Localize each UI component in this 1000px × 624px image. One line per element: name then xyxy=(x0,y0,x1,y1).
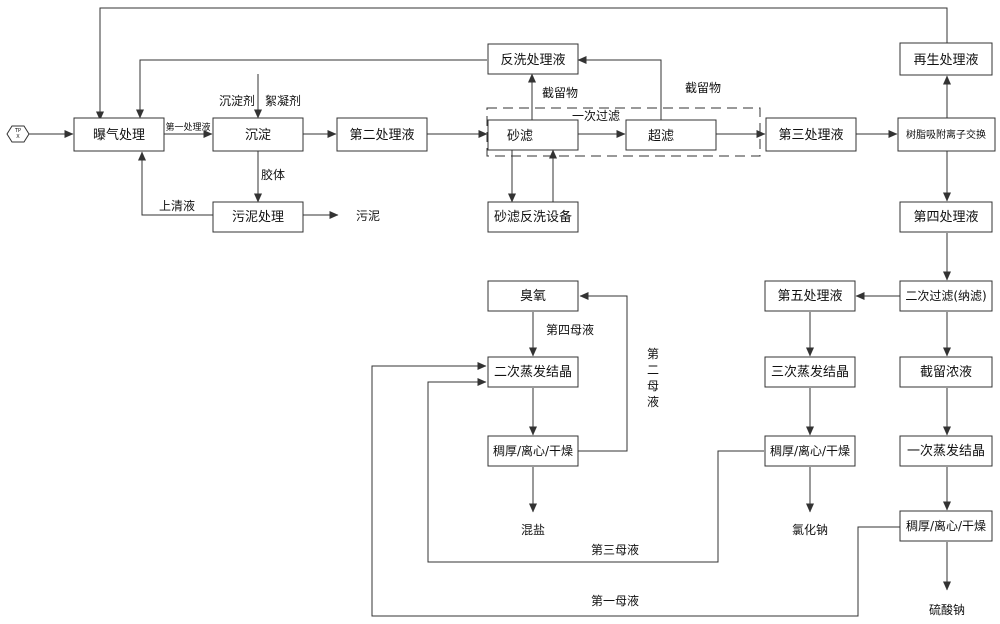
ozone-box: 臭氧 xyxy=(487,280,579,312)
third-evap-box: 三次蒸发结晶 xyxy=(764,356,856,388)
thick-dry-3-box: 稠厚/离心/干燥 xyxy=(899,510,993,542)
flocculant-label: 絮凝剂 xyxy=(265,93,301,108)
first-evap-box: 一次蒸发结晶 xyxy=(899,435,993,467)
third-liquid-box: 第三处理液 xyxy=(765,117,857,152)
second-evap-label: 二次蒸发结晶 xyxy=(494,364,572,380)
connectors xyxy=(29,7,951,617)
sludge-label: 污泥 xyxy=(356,209,380,223)
ozone-label: 臭氧 xyxy=(520,289,546,304)
uf-to-backwash-line xyxy=(577,56,662,120)
thick-dry-2-label: 稠厚/离心/干燥 xyxy=(770,443,850,458)
sediment-label: 沉淀 xyxy=(245,128,271,143)
secondary-filter-box: 二次过滤(纳滤) xyxy=(899,280,993,312)
retained-conc-label: 截留浓液 xyxy=(920,365,972,380)
backwash-liquid-box: 反洗处理液 xyxy=(487,43,579,75)
second-liquid-box: 第二处理液 xyxy=(336,117,428,152)
sand-filter-box: 砂滤 xyxy=(487,119,579,151)
supernatant-line xyxy=(138,151,213,216)
regen-liquid-box: 再生处理液 xyxy=(899,42,993,76)
third-mother-label: 第三母液 xyxy=(591,542,639,557)
secondary-filter-label: 二次过滤(纳滤) xyxy=(905,289,986,303)
sand-backwash-eq-label: 砂滤反洗设备 xyxy=(494,209,572,225)
ultrafilter-label: 超滤 xyxy=(648,129,674,144)
mixed-salt-label: 混盐 xyxy=(521,523,545,537)
first-evap-label: 一次蒸发结晶 xyxy=(907,443,985,459)
primary-filter-label: 一次过滤 xyxy=(572,109,620,123)
sludge-treat-label: 污泥处理 xyxy=(232,210,284,225)
thick-dry-2-box: 稠厚/离心/干燥 xyxy=(764,435,856,467)
third-liquid-label: 第三处理液 xyxy=(778,128,843,143)
sand-filter-label: 砂滤 xyxy=(507,129,533,144)
third-mother-line xyxy=(427,378,764,563)
sludge-treat-box: 污泥处理 xyxy=(212,201,304,233)
sediment-box: 沉淀 xyxy=(212,117,304,152)
resin-exchange-box: 树脂吸附离子交换 xyxy=(897,117,996,152)
first-mother-line xyxy=(371,362,900,617)
aeration-box: 曝气处理 xyxy=(73,117,165,152)
regen-liquid-label: 再生处理液 xyxy=(913,53,978,68)
first-liquid-label: 第一处理液 xyxy=(165,121,210,133)
precipitant-label: 沉淀剂 xyxy=(219,93,255,108)
first-mother-label: 第一母液 xyxy=(591,593,639,608)
third-evap-label: 三次蒸发结晶 xyxy=(771,364,849,380)
second-mother-label: 第二母液 xyxy=(647,347,659,409)
retained-2-label: 截留物 xyxy=(685,81,721,95)
aeration-label: 曝气处理 xyxy=(93,127,145,143)
fourth-liquid-label: 第四处理液 xyxy=(913,210,978,225)
second-mother-line xyxy=(578,292,628,452)
fifth-liquid-box: 第五处理液 xyxy=(764,280,856,312)
second-liquid-label: 第二处理液 xyxy=(349,128,414,143)
thick-dry-1-label: 稠厚/离心/干燥 xyxy=(493,443,573,458)
backwash-to-aeration-line xyxy=(136,59,487,119)
second-evap-box: 二次蒸发结晶 xyxy=(487,356,579,388)
retained-conc-box: 截留浓液 xyxy=(899,356,993,388)
supernatant-label: 上清液 xyxy=(159,198,195,213)
ultrafilter-box: 超滤 xyxy=(625,119,717,151)
nacl-label: 氯化钠 xyxy=(792,522,828,537)
fifth-liquid-label: 第五处理液 xyxy=(777,289,842,304)
na2so4-label: 硫酸钠 xyxy=(929,602,965,617)
backwash-liquid-label: 反洗处理液 xyxy=(500,53,565,68)
colloid-label: 胶体 xyxy=(261,167,285,182)
fourth-mother-label: 第四母液 xyxy=(546,322,594,337)
primary-filter-group xyxy=(486,107,761,157)
thick-dry-1-box: 稠厚/离心/干燥 xyxy=(487,435,579,467)
resin-exchange-label: 树脂吸附离子交换 xyxy=(906,128,986,141)
fourth-liquid-box: 第四处理液 xyxy=(899,201,993,233)
sand-backwash-eq-box: 砂滤反洗设备 xyxy=(487,201,579,233)
retained-1-label: 截留物 xyxy=(542,86,578,100)
regen-to-aeration-line xyxy=(96,7,948,121)
thick-dry-3-label: 稠厚/离心/干燥 xyxy=(906,518,986,533)
